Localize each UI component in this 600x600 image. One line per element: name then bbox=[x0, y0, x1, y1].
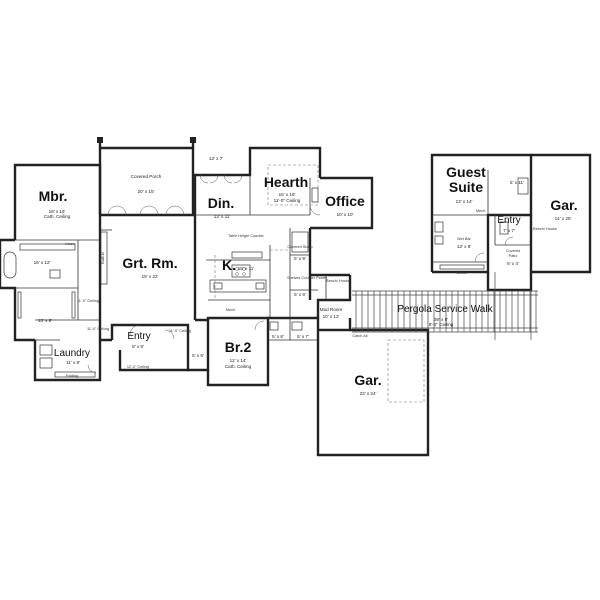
room-dims-closet: 13' x 8' bbox=[38, 318, 52, 323]
ceiling-label-c: 11'-0" Ceiling bbox=[169, 329, 191, 333]
bench-label-guest: Bench bbox=[457, 271, 468, 275]
room-dims-guest-entry: 7' x 7' bbox=[503, 228, 515, 233]
catch-all-label: Catch All bbox=[353, 334, 368, 338]
room-name-guest-entry: Entry bbox=[497, 215, 520, 226]
room-name-pantry: Shelves Counter Pantry bbox=[287, 276, 327, 280]
room-note-mbr: Cath. Ceiling bbox=[44, 214, 71, 219]
room-dims-deck: 13' x 7' bbox=[209, 156, 223, 161]
ceiling-label-b: 11'-0" Ceiling bbox=[77, 299, 99, 303]
fixtures bbox=[3, 177, 529, 378]
room-dims-master-bath: 16' x 12' bbox=[34, 260, 51, 265]
room-name-guest-garage: Gar. bbox=[550, 197, 577, 213]
mech-label-guest: Mech. bbox=[476, 209, 486, 213]
pergola-structure bbox=[352, 272, 538, 340]
room-dims-kitchen: 15' x 11' bbox=[238, 266, 255, 271]
room-name-main-garage: Gar. bbox=[354, 372, 381, 388]
room-dims-main-garage: 23' x 24' bbox=[360, 391, 377, 396]
builtin-label: Built-in bbox=[101, 252, 105, 264]
room-dims-entry: 8' x 8' bbox=[132, 344, 144, 349]
exterior-walls bbox=[0, 140, 592, 457]
room-name-br2: Br.2 bbox=[225, 339, 252, 355]
room-note-hearth: 11'-0" Ceiling bbox=[274, 198, 301, 203]
room-dims-laundry: 11' x 8' bbox=[66, 360, 80, 365]
room-dims-guest-closet: 5' x 11' bbox=[510, 180, 524, 185]
porch-posts bbox=[97, 137, 196, 143]
room-dims-mud: 10' x 12' bbox=[323, 314, 340, 319]
room-note-br2: Cath. Ceiling bbox=[225, 364, 252, 369]
room-name-mud: Mud Room bbox=[320, 307, 343, 312]
room-name-guest-bench: Bench/ Hooks bbox=[533, 227, 557, 231]
room-note-entry: 12'-0" Ceiling bbox=[127, 365, 149, 369]
room-name-stoop: Covered Stoop bbox=[287, 245, 312, 249]
linen-label: Linen bbox=[65, 242, 74, 246]
folding-label: Folding bbox=[66, 374, 78, 378]
room-dims-bath2b: 5' x 7' bbox=[297, 334, 309, 339]
room-dims-covered-patio: 8' x 4' bbox=[507, 261, 519, 266]
room-dims-bath2a: 5' x 8' bbox=[272, 334, 284, 339]
room-note-pergola: 8'-0" Ceiling bbox=[429, 322, 454, 327]
interior-walls bbox=[15, 170, 531, 341]
room-name-mbr: Mbr. bbox=[39, 188, 68, 204]
room-dims-hall-nook: 5' x 6' bbox=[192, 353, 204, 358]
room-dims-dining: 13' x 11' bbox=[214, 214, 231, 219]
room-dims-pantry: 5' x 6' bbox=[294, 292, 306, 297]
room-name-pergola: Pergola Service Walk bbox=[397, 304, 493, 315]
room-dims-pergola: 39' x 8' bbox=[434, 317, 448, 322]
mech-label-kitchen: Mech. bbox=[226, 308, 236, 312]
room-name-bench: Bench/ Hooks bbox=[326, 279, 350, 283]
room-dims-hearth: 15' x 16' bbox=[279, 192, 296, 197]
room-dims-stoop: 5' x 9' bbox=[294, 256, 306, 261]
room-dims-porch: 20' x 15' bbox=[138, 189, 155, 194]
room-dims-wet-bar: 13' x 8' bbox=[457, 244, 471, 249]
room-name-office: Office bbox=[325, 193, 365, 209]
room-dims-guest-garage: 14' x 26' bbox=[555, 216, 572, 221]
room-dims-office: 10' x 10' bbox=[337, 212, 354, 217]
room-name-entry: Entry bbox=[127, 331, 150, 342]
room-name-wet-bar: Wet Bar bbox=[457, 237, 471, 241]
table-counter-label: Table Height Counter bbox=[228, 234, 264, 238]
room-name-laundry: Laundry bbox=[54, 348, 90, 359]
room-name-dining: Din. bbox=[208, 195, 234, 211]
room-dims-br2: 12' x 14' bbox=[230, 358, 247, 363]
room-dims-great-room: 19' x 22' bbox=[142, 274, 159, 279]
room-dims-mbr: 18' x 16' bbox=[49, 209, 66, 214]
dashed-features bbox=[214, 164, 425, 403]
ceiling-label-a: 11'-0" Ceiling bbox=[87, 327, 109, 331]
room-name-kitchen: K. bbox=[222, 257, 236, 273]
room-dims-guest-suite: 13' x 14' bbox=[456, 199, 473, 204]
room-name-porch: Covered Porch bbox=[131, 174, 162, 179]
room-name-great-room: Grt. Rm. bbox=[122, 255, 177, 271]
room-name-hearth: Hearth bbox=[264, 174, 308, 190]
door-swings bbox=[87, 174, 514, 374]
